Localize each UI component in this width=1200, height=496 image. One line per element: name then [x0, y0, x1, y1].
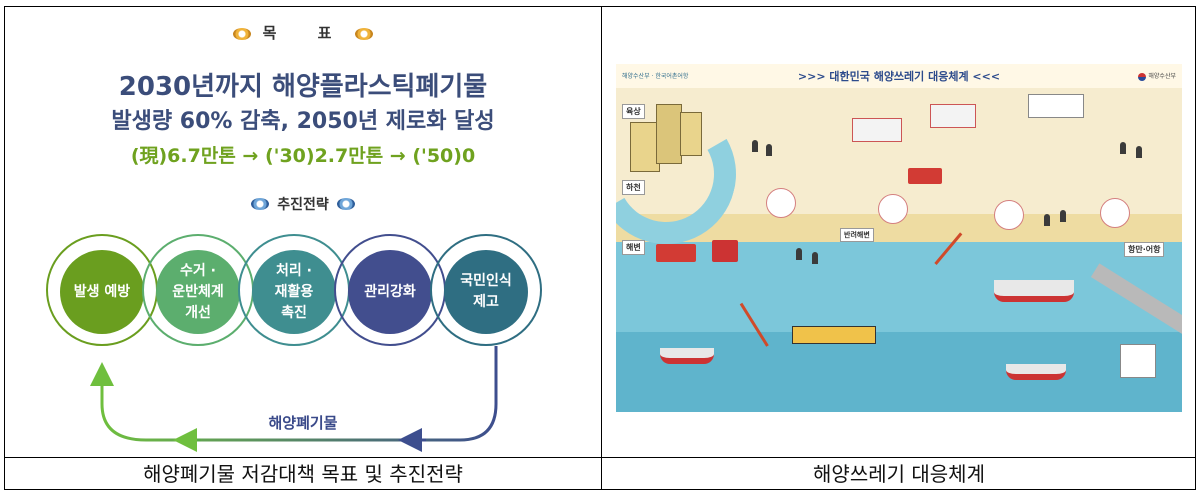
strategy-step-label: 발생 예방 [73, 283, 131, 300]
worker-figure [1136, 146, 1142, 158]
korea-emblem-icon [1138, 72, 1147, 81]
strategy-step: 관리강화 [348, 250, 432, 334]
process-node [994, 200, 1024, 230]
area-label-beach: 해변 [622, 240, 645, 255]
fishing-boat [1006, 364, 1066, 380]
strategy-step-label: 관리강화 [364, 283, 416, 300]
right-caption: 해양쓰레기 대응체계 [813, 462, 985, 486]
strategy-step: 발생 예방 [60, 250, 144, 334]
logo-left: 해양수산부 · 한국어촌어항 [622, 73, 689, 80]
beach-sign: 반려해변 [840, 228, 874, 242]
goal-line-3: (現)6.7만톤 → ('30)2.7만톤 → ('50)0 [130, 145, 476, 167]
eye-icon [251, 198, 270, 210]
strategy-step: 수거 · 운반체계 개선 [156, 250, 240, 334]
area-label-river: 하천 [622, 180, 645, 195]
strategy-step-label: 국민인식 제고 [460, 273, 512, 310]
worker-figure [1060, 210, 1066, 222]
worker-figure [1120, 142, 1126, 154]
strategy-step-label: 수거 · 운반체계 개선 [172, 262, 224, 321]
strategy-step: 처리 · 재활용 촉진 [252, 250, 336, 334]
goal-line-2: 발생량 60% 감축, 2050년 제로화 달성 [111, 109, 495, 134]
strategy-step-label: 처리 · 재활용 촉진 [274, 262, 314, 321]
worker-figure [766, 144, 772, 156]
worker-figure [812, 252, 818, 264]
fishing-boat [660, 348, 714, 364]
apartment-building [680, 112, 702, 156]
deep-sea-zone [616, 332, 1182, 412]
strategy-diagram: 발생 예방 수거 · 운반체계 개선 처리 · 재활용 촉진 관리강화 국민인식 제고 [6, 234, 600, 456]
worker-figure [752, 140, 758, 152]
caption-divider [5, 457, 1195, 458]
eye-icon [336, 198, 355, 210]
worker-figure [796, 248, 802, 260]
process-node [878, 194, 908, 224]
excavator [712, 240, 738, 262]
poster-title-bar [616, 64, 1182, 88]
strategy-heading: 추진전략 [6, 194, 600, 214]
column-divider [601, 7, 602, 489]
office-building [1028, 94, 1084, 118]
factory-building [930, 104, 976, 128]
response-system-panel: >>> 대한민국 해양쓰레기 대응체계 <<< 해양수산부 · 한국어촌어항 해… [602, 8, 1196, 456]
eye-icon [232, 27, 251, 40]
loop-arrow [90, 346, 498, 452]
garbage-truck [908, 168, 942, 184]
apartment-building [656, 104, 682, 164]
poster-title: >>> 대한민국 해양쓰레기 대응체계 <<< [797, 70, 1001, 83]
strategy-step: 국민인식 제고 [444, 250, 528, 334]
left-caption: 해양폐기물 저감대책 목표 및 추진전략 [143, 462, 463, 486]
process-node [766, 188, 796, 218]
response-system-poster: >>> 대한민국 해양쓰레기 대응체계 <<< 해양수산부 · 한국어촌어항 해… [616, 64, 1182, 412]
goal-heading: 목 표 [6, 22, 600, 43]
logo-right: 해양수산부 [1138, 71, 1176, 81]
factory-building [852, 118, 902, 142]
collection-ship [994, 280, 1074, 302]
logo-right-text: 해양수산부 [1148, 73, 1176, 80]
goal-heading-text: 목 표 [262, 24, 350, 42]
goal-line-1: 2030년까지 해양플라스틱폐기물 [118, 72, 488, 102]
strategy-panel: 목 표 2030년까지 해양플라스틱폐기물 발생량 60% 감축, 2050년 … [6, 8, 600, 456]
figure-frame: 목 표 2030년까지 해양플라스틱폐기물 발생량 60% 감축, 2050년 … [4, 6, 1196, 490]
area-label-port: 항만·어항 [1124, 242, 1165, 257]
strategy-ring [430, 234, 542, 346]
port-building [1120, 344, 1156, 378]
barge [792, 326, 876, 344]
beach-truck [656, 244, 696, 262]
worker-figure [1044, 214, 1050, 226]
eye-icon [355, 27, 374, 40]
loop-label: 해양폐기물 [268, 414, 338, 432]
strategy-heading-text: 추진전략 [277, 197, 329, 213]
process-node [1100, 198, 1130, 228]
area-label-land: 육상 [622, 104, 645, 119]
